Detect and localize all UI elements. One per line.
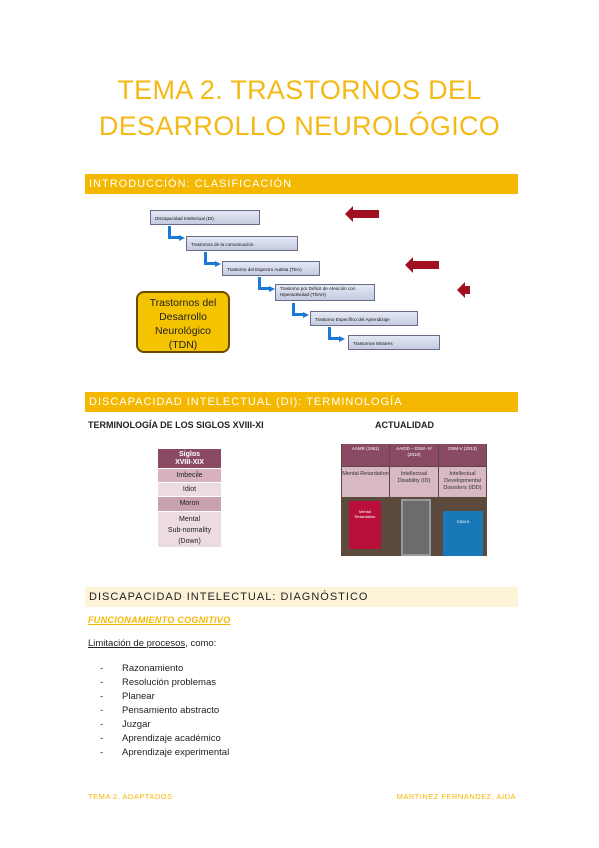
diagram-box-tea: Trastorno del Espectro Autista (TEA): [222, 261, 320, 276]
diagram-box-di: Discapacidad Intelectual (DI): [150, 210, 260, 225]
diagram-box-tdah: Trastorno por Déficit de Atención con Hi…: [275, 284, 375, 301]
current-header-dsm5: DSM-V (2013): [439, 444, 486, 466]
current-cell-intellectual-disability: Intellectual Disability (ID): [390, 467, 438, 497]
diagram-box-motores: Trastornos Motores: [348, 335, 440, 350]
page-title-line-2: DESARROLLO NEUROLÓGICO: [98, 111, 501, 141]
red-arrow-icon: [457, 282, 470, 298]
red-arrow-icon: [345, 206, 379, 222]
list-item-text: Planear: [122, 691, 155, 702]
list-item: -Aprendizaje experimental: [100, 747, 230, 758]
limitacion-intro: Limitación de procesos, como:: [88, 638, 216, 649]
arrow-elbow-icon: [204, 252, 221, 267]
list-item: -Pensamiento abstracto: [100, 705, 220, 716]
tdn-line: Trastornos del: [149, 297, 217, 309]
table-row: Moron: [158, 497, 221, 512]
section-di-diagnostico-heading: DISCAPACIDAD INTELECTUAL: DIAGNÓSTICO: [85, 587, 518, 607]
list-item: -Planear: [100, 691, 155, 702]
list-item-text: Resolución problemas: [122, 677, 216, 688]
tdn-line: Neurológico: [154, 325, 212, 337]
arrow-elbow-icon: [292, 303, 309, 318]
list-item: -Juzgar: [100, 719, 151, 730]
limitacion-rest: , como:: [185, 638, 217, 649]
arrow-elbow-icon: [168, 226, 185, 241]
arrow-elbow-icon: [258, 277, 275, 292]
footer-right: MARTINEZ FERNANDEZ, AIDA: [396, 792, 516, 801]
tdn-line: (TDN): [168, 339, 198, 351]
current-cell-idd: Intellectual Developmental Disorders (ID…: [439, 467, 486, 497]
book-cover-dsm5: DSM-5: [443, 511, 483, 556]
table-header-line: XVIII-XIX: [175, 459, 204, 466]
tdn-label-box: Trastornos del Desarrollo Neurológico (T…: [136, 291, 230, 353]
terminology-right-heading: ACTUALIDAD: [375, 420, 434, 430]
table-row: Mental Sub-normality (Down): [158, 512, 221, 548]
section-intro-heading: INTRODUCCIÓN: CLASIFICACIÓN: [85, 174, 518, 194]
page-title: TEMA 2. TRASTORNOS DEL DESARROLLO NEUROL…: [0, 72, 599, 144]
table-header-line: Siglos: [178, 451, 200, 458]
list-item-text: Aprendizaje experimental: [122, 747, 230, 758]
list-item: -Aprendizaje académico: [100, 733, 221, 744]
footer-left: TEMA 2. ADAPTADOS: [88, 792, 173, 801]
cognitive-process-list: -Razonamiento -Resolución problemas -Pla…: [100, 662, 229, 760]
table-row: Idiot: [158, 483, 221, 497]
list-item: -Razonamiento: [100, 663, 184, 674]
table-cell-line: Sub-normality: [167, 527, 212, 534]
list-item-text: Pensamiento abstracto: [122, 705, 220, 716]
list-item: -Resolución problemas: [100, 677, 216, 688]
diagram-box-comunicacion: Trastornos de la comunicación: [186, 236, 298, 251]
terminology-left-heading: TERMINOLOGÍA DE LOS SIGLOS XVIII-XI: [88, 420, 264, 430]
book-cover-aaidd: [401, 499, 431, 556]
diagram-box-aprendizaje: Trastorno Específico del Aprendizaje: [310, 311, 418, 326]
list-item-text: Juzgar: [122, 719, 151, 730]
limitacion-underlined: Limitación de procesos: [88, 638, 186, 649]
table-row: Imbecile: [158, 469, 221, 483]
historical-terms-table: Siglos XVIII-XIX Imbecile Idiot Moron Me…: [158, 449, 221, 548]
page-title-line-1: TEMA 2. TRASTORNOS DEL: [117, 75, 482, 105]
red-arrow-icon: [405, 257, 439, 273]
funcionamiento-cognitivo-subheading: FUNCIONAMIENTO COGNITIVO: [88, 615, 231, 625]
table-cell-line: Mental: [178, 516, 200, 523]
list-item-text: Aprendizaje académico: [122, 733, 221, 744]
book-cover-mental-retardation: Mental Retardation: [349, 501, 381, 549]
tdn-line: Desarrollo: [159, 311, 207, 323]
table-cell-line: (Down): [178, 538, 201, 545]
current-header-aaidd: AAIDD – DSM -IV (2010): [390, 444, 438, 466]
arrow-elbow-icon: [328, 327, 345, 342]
current-header-aamr: AAMR (1961): [342, 444, 389, 466]
current-cell-mental-retardation: Mental Retardation: [342, 467, 389, 497]
current-terms-table: AAMR (1961) AAIDD – DSM -IV (2010) DSM-V…: [341, 444, 487, 556]
historical-terms-header: Siglos XVIII-XIX: [158, 449, 221, 469]
list-item-text: Razonamiento: [122, 663, 184, 674]
tdn-classification-diagram: Discapacidad Intelectual (DI) Trastornos…: [120, 200, 480, 360]
section-di-terminology-heading: DISCAPACIDAD INTELECTUAL (DI): TERMINOLO…: [85, 392, 518, 412]
